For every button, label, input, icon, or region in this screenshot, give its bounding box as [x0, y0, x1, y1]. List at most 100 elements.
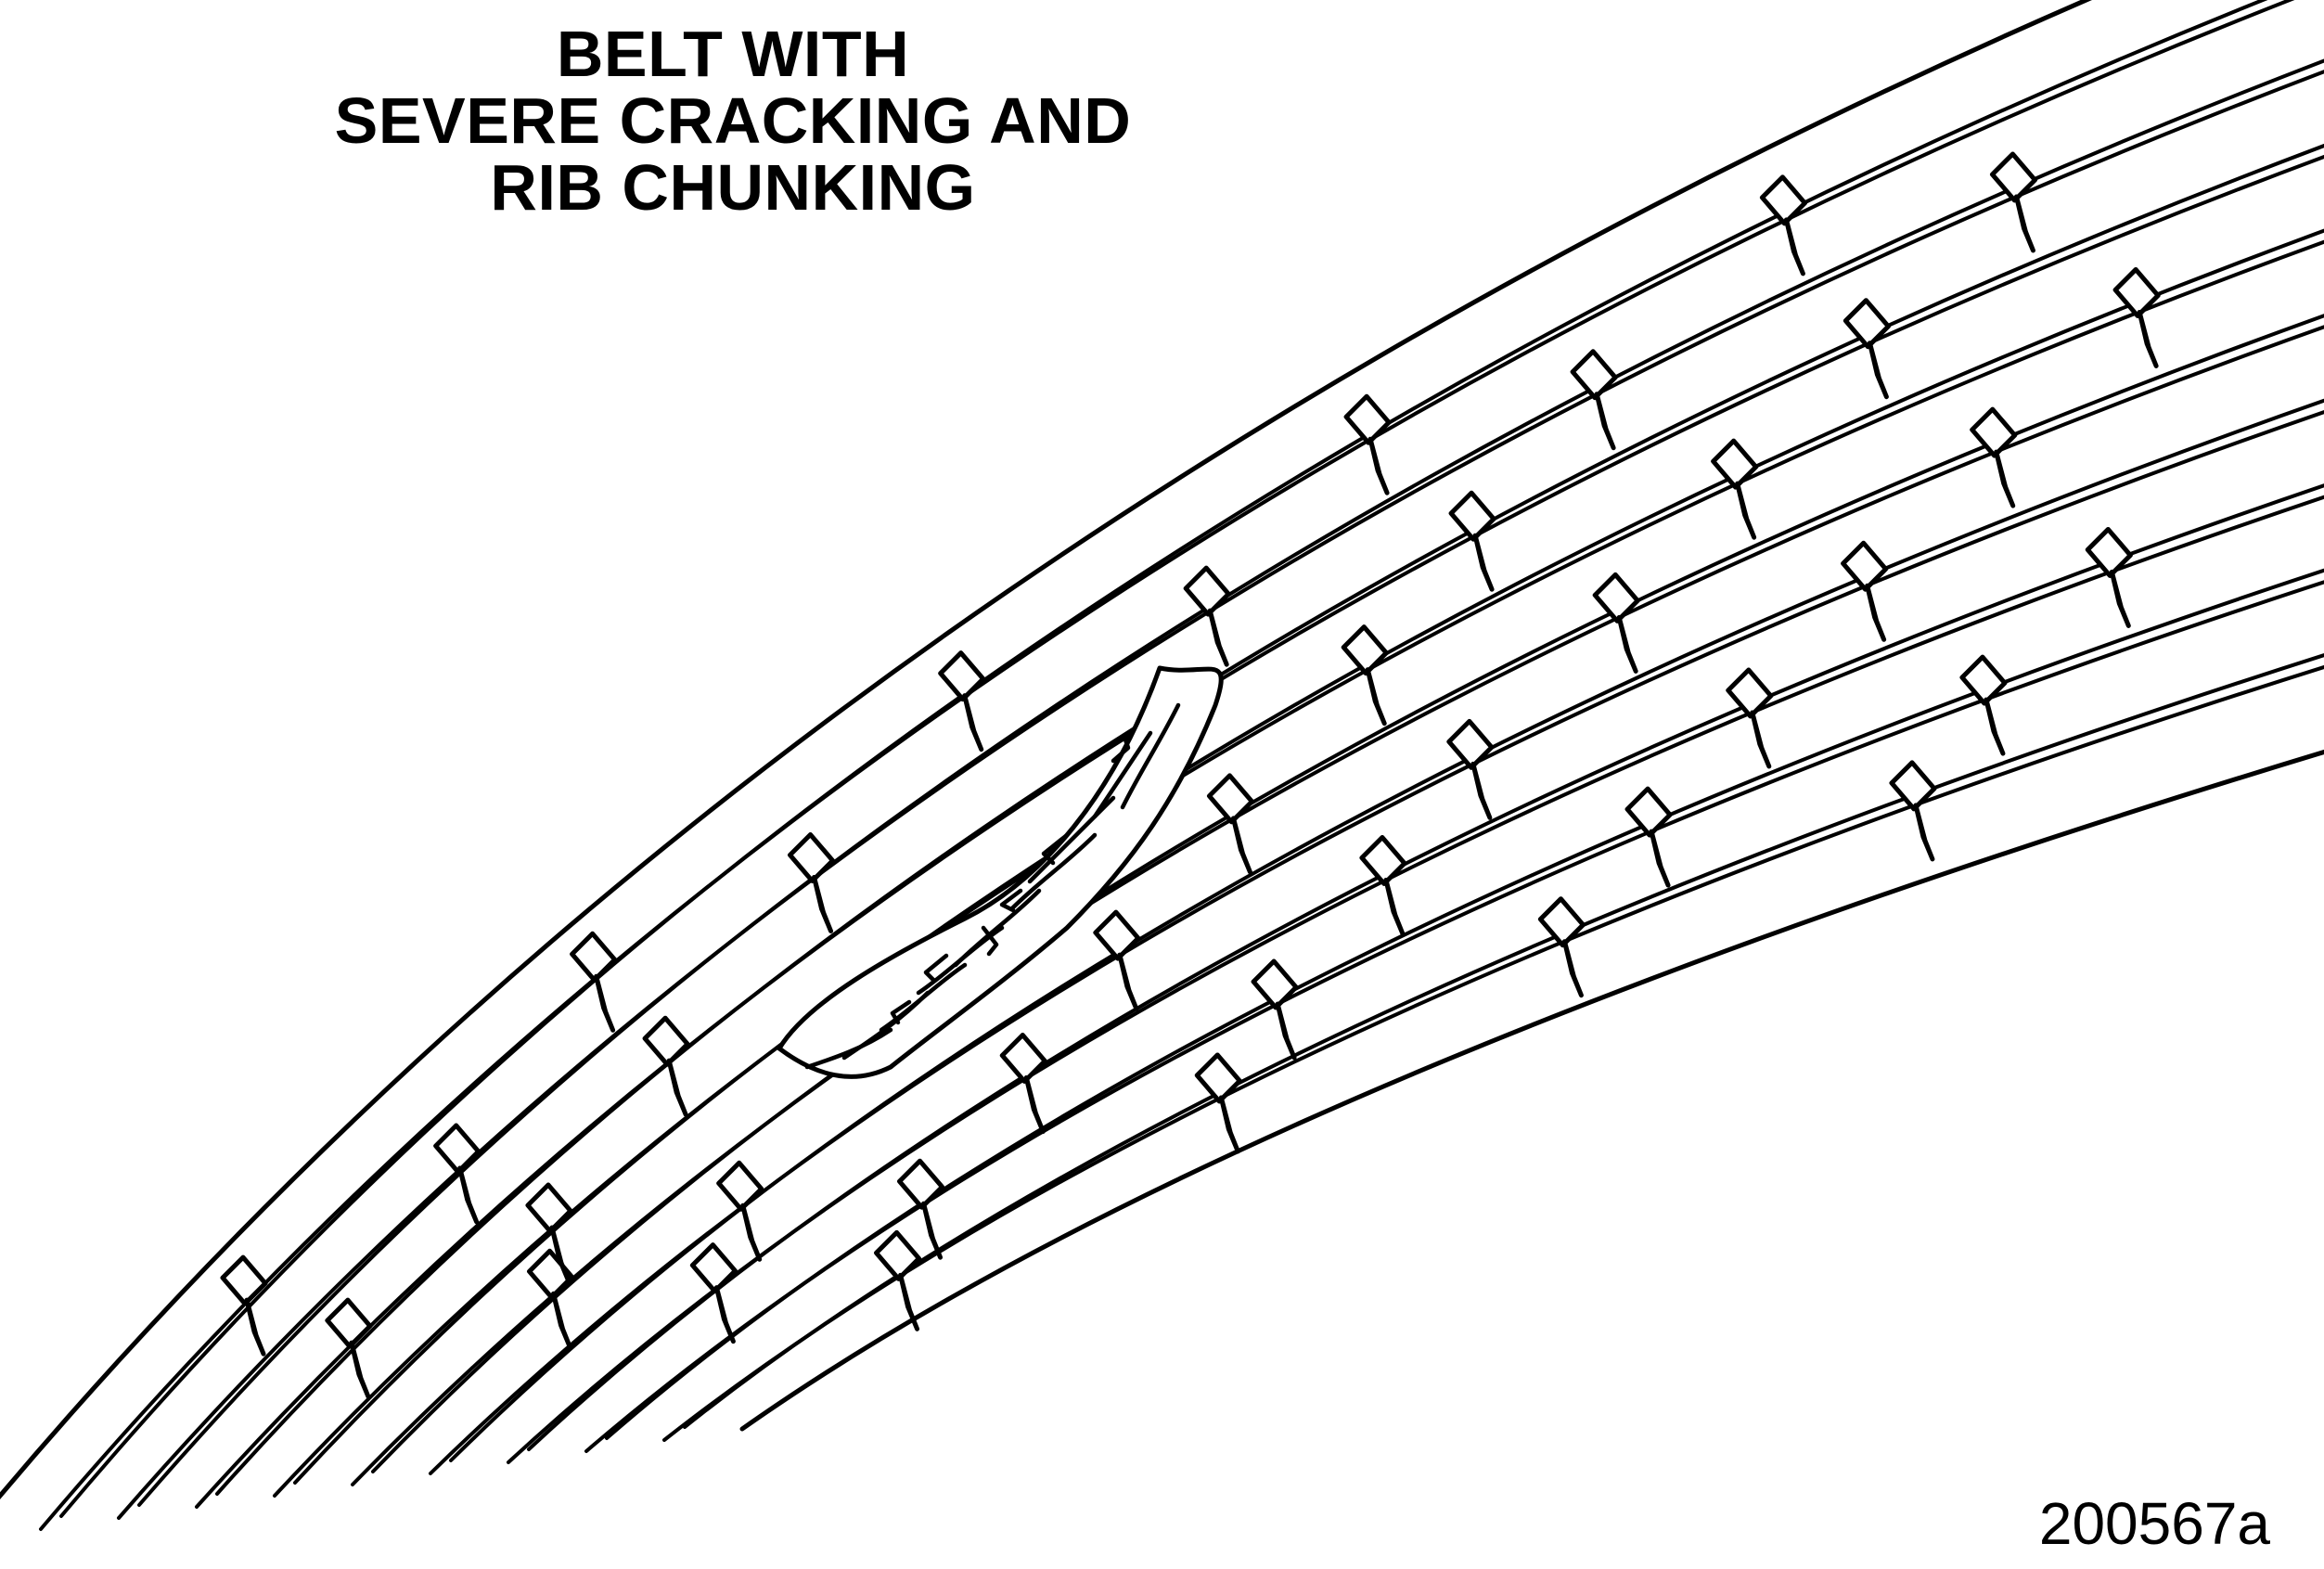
rib-block-end: [689, 1242, 738, 1294]
rib-block-end: [1537, 896, 1586, 948]
rib-crack: [1117, 952, 1139, 1011]
rib-crack: [713, 1285, 736, 1344]
rib-crack: [594, 973, 616, 1033]
chunked-rib-area: [777, 665, 1224, 1079]
rib-crack: [2137, 309, 2159, 368]
rib-crack: [2109, 569, 2131, 628]
rib-crack: [549, 1225, 571, 1284]
rib-crack: [1594, 392, 1616, 451]
rib-block-end: [2112, 266, 2161, 318]
rib-top-edge-line: [59, 0, 2268, 1518]
title-line-2: SEVERE CRACKING AND: [334, 84, 1132, 157]
rib-groove-line: [273, 239, 2324, 1498]
rib-crack: [1735, 481, 1757, 540]
rib-groove-line: [39, 0, 2295, 1531]
rib-crack: [812, 874, 834, 933]
rib-crack: [666, 1058, 688, 1117]
rib-top-edge-line: [215, 143, 2324, 1496]
torn-rubber-strand: [1008, 832, 1098, 912]
rib-top-edge-line: [683, 653, 2324, 1429]
rib-block-end: [642, 1015, 690, 1067]
rib-block-end: [570, 931, 618, 983]
rib-block-end: [1959, 654, 2008, 706]
belt-rib-grooves: [39, 0, 2324, 1531]
rib-block-end: [1093, 909, 1141, 961]
rib-block-end: [433, 1123, 481, 1175]
rib-groove-line: [351, 325, 2324, 1486]
torn-rubber-strand: [1041, 832, 1070, 866]
rib-top-edge-line: [605, 568, 2324, 1440]
rib-block-end: [999, 1032, 1047, 1084]
rib-crack: [2013, 194, 2035, 253]
rib-block-end: [1989, 151, 2037, 203]
rib-crack: [1383, 877, 1406, 936]
rib-block-end: [1341, 624, 1389, 676]
rib-block-end: [1343, 393, 1392, 445]
rib-block-end: [1448, 490, 1496, 542]
rib-crack: [457, 1165, 480, 1225]
torn-rubber-strand: [890, 999, 912, 1025]
rib-block-end: [1206, 773, 1254, 825]
rib-crack: [1994, 449, 2016, 508]
cracked-rib-blocks: [220, 151, 2161, 1349]
torn-rubber-strand: [923, 953, 949, 983]
rib-crack: [1750, 710, 1772, 769]
rib-block-end: [325, 1297, 373, 1349]
rib-block-end: [1841, 540, 1889, 592]
rib-crack: [1783, 217, 1805, 277]
rib-block-end: [1194, 1052, 1242, 1104]
rib-block-end: [1183, 565, 1231, 617]
rib-block-end: [527, 1248, 575, 1300]
rib-block-end: [1251, 958, 1299, 1010]
torn-rubber-strand: [1111, 734, 1131, 764]
rib-crack: [1561, 939, 1584, 998]
rib-crack: [1365, 667, 1387, 727]
rib-crack: [1984, 697, 2006, 756]
figure-number: 200567a: [2038, 1490, 2270, 1557]
rib-block-end: [874, 1229, 922, 1281]
rib-block-end: [788, 831, 836, 883]
rib-crack: [1649, 829, 1671, 888]
torn-rubber-strand: [1027, 795, 1116, 884]
rib-cracks: [244, 194, 2159, 1399]
rib-crack: [1867, 341, 1889, 400]
rib-crack: [349, 1340, 371, 1399]
rib-crack: [740, 1202, 763, 1262]
rib-crack: [1472, 533, 1495, 592]
rib-block-end: [525, 1182, 573, 1234]
rib-crack: [1470, 761, 1493, 820]
rib-groove-line: [429, 409, 2324, 1475]
rib-crack: [1275, 1001, 1297, 1061]
rib-block-end: [1889, 760, 1937, 812]
rib-groove-line: [195, 154, 2324, 1509]
rib-crack: [1230, 816, 1252, 875]
rib-crack: [1616, 614, 1638, 674]
belt-edge-line: [739, 749, 2324, 1432]
rib-block-end: [1592, 572, 1640, 624]
torn-rubber-strand: [916, 925, 1005, 996]
rib-crack: [921, 1201, 944, 1260]
rib-block-end: [1359, 834, 1407, 886]
rib-block-end: [1759, 174, 1807, 226]
rib-groove-line: [117, 70, 2324, 1520]
rib-block-end: [1726, 667, 1774, 719]
rib-block-end: [220, 1254, 268, 1306]
chunk-void: [777, 665, 1224, 1079]
rib-block-end: [1970, 406, 2018, 458]
rib-crack: [1913, 803, 1935, 862]
rib-crack: [962, 693, 984, 752]
torn-rubber-strand: [804, 1027, 893, 1070]
rib-block-end: [1843, 298, 1891, 350]
torn-rubber-strand: [1120, 702, 1181, 810]
rib-block-end: [2085, 526, 2133, 578]
rib-crack: [898, 1272, 920, 1331]
rib-top-edge-line: [527, 483, 2324, 1451]
diagram-title: BELT WITH SEVERE CRACKING AND RIB CHUNKI…: [213, 20, 1252, 221]
rib-block-end: [1446, 718, 1495, 770]
rib-block-end: [938, 650, 986, 702]
rib-crack: [1367, 436, 1390, 495]
rib-crack: [1207, 608, 1229, 667]
rib-crack: [1023, 1074, 1046, 1134]
